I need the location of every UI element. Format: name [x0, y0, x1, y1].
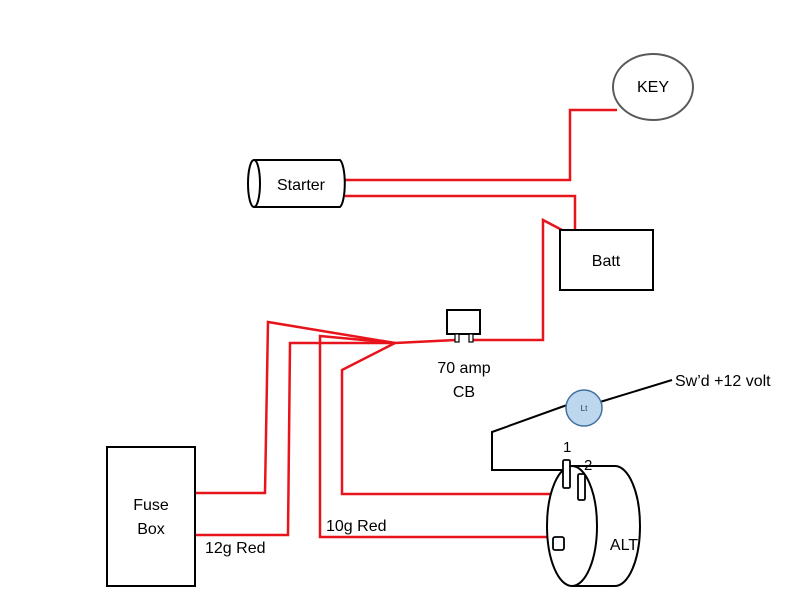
alternator-label: ALT [610, 537, 638, 554]
alt-terminal-2 [577, 473, 586, 501]
red-wires [195, 108, 617, 545]
black-wires [491, 379, 673, 471]
wire-battery-to-breaker [472, 217, 563, 342]
alternator: ALT 1 2 [546, 439, 641, 587]
wire-switched-to-lamp [599, 379, 673, 403]
key-label: KEY [637, 79, 669, 96]
wire-starter-to-key [345, 108, 617, 182]
alt-terminal-1 [562, 459, 571, 489]
starter-motor: Starter [247, 159, 346, 208]
wire-lamp-to-alt-terminal-1 [491, 404, 568, 471]
indicator-lamp: Lt [565, 389, 603, 427]
wire-junction-to-fusebox-upper [195, 320, 396, 495]
fusebox-label-line1: Fuse [133, 497, 169, 514]
breaker-type-label: CB [453, 384, 475, 401]
key-switch: KEY [612, 53, 694, 121]
fuse-box: Fuse Box [106, 446, 196, 587]
wire-label-10g: 10g Red [326, 518, 387, 535]
circuit-breaker: 70 amp CB [437, 309, 491, 401]
wire-junction-to-fusebox-12g [195, 341, 395, 537]
wire-breaker-to-junction [394, 338, 457, 345]
breaker-rating-label: 70 amp [437, 360, 490, 377]
terminal-1-label: 1 [563, 439, 571, 456]
wire-junction-to-alt-10g [318, 334, 554, 545]
terminal-2-label: 2 [584, 457, 592, 474]
wire-starter-to-battery [345, 194, 577, 230]
alt-output-stud [552, 536, 565, 551]
switched-12v-label: Sw’d +12 volt [675, 373, 771, 390]
battery: Batt [559, 229, 654, 291]
lamp-label: Lt [581, 404, 588, 413]
starter-label: Starter [277, 177, 326, 194]
fusebox-label-line2: Box [137, 521, 165, 538]
wire-label-12g: 12g Red [205, 540, 266, 557]
battery-label: Batt [592, 253, 621, 270]
